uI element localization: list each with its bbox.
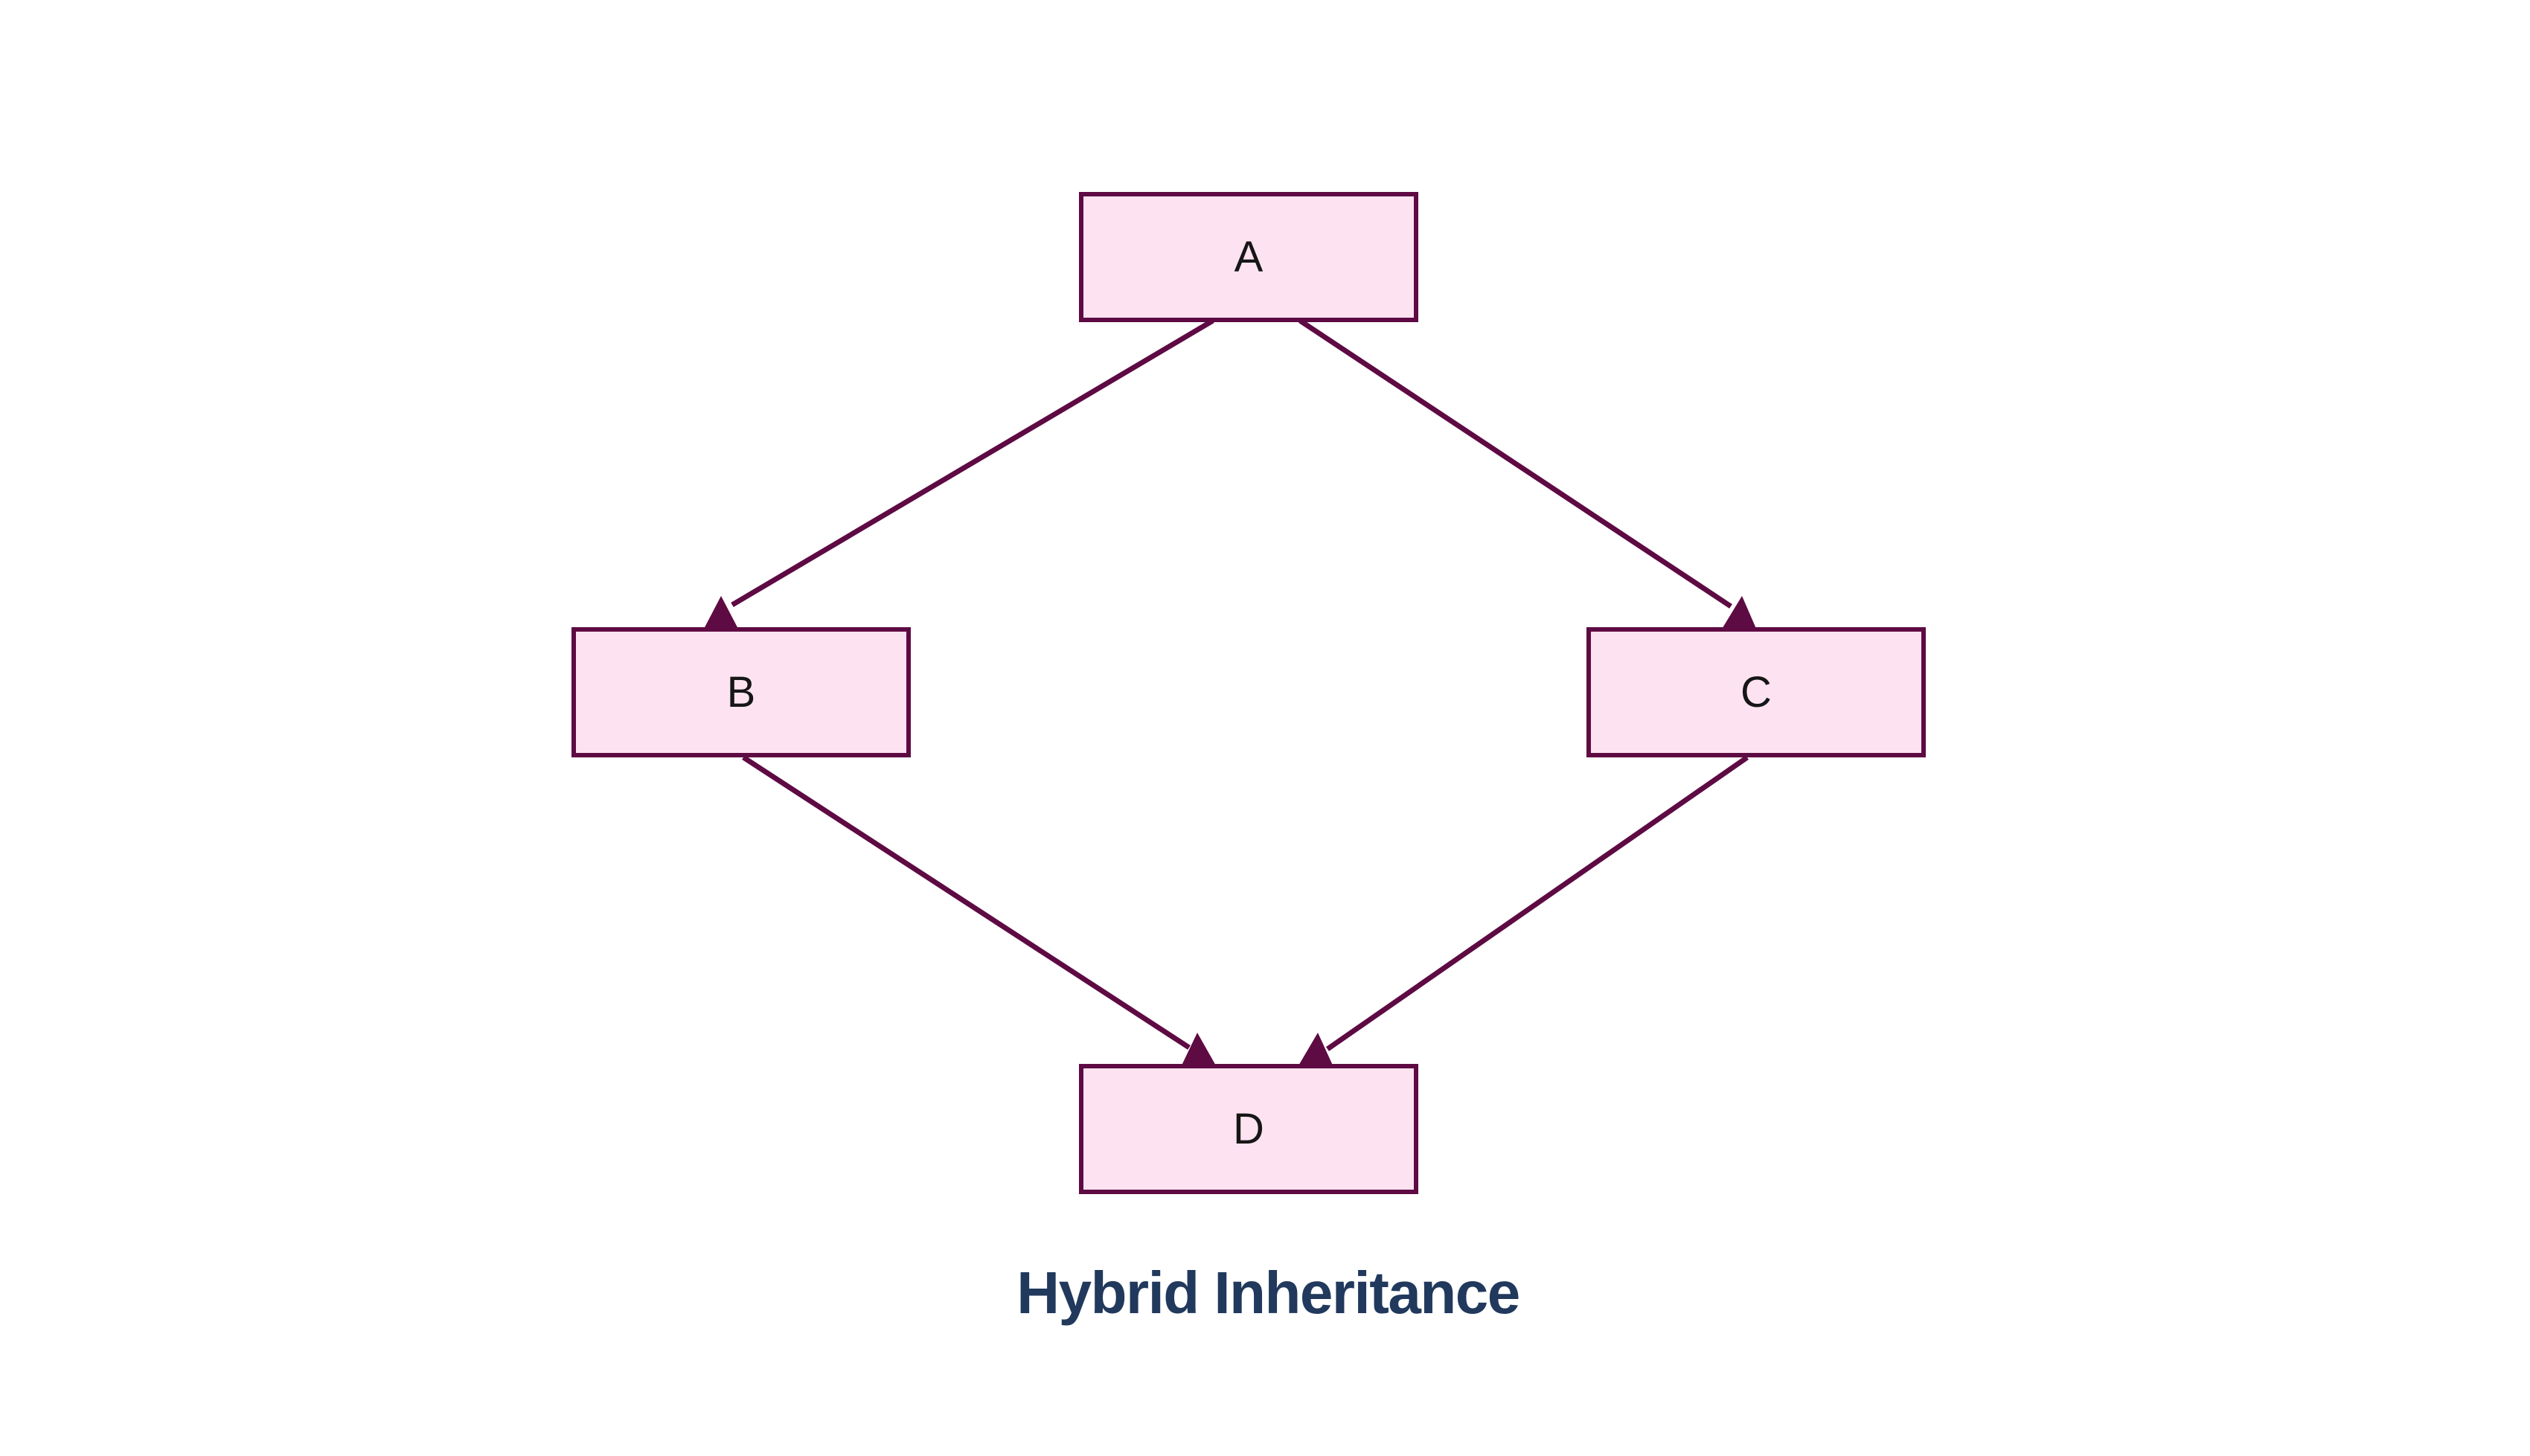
- node-label: D: [1233, 1104, 1264, 1153]
- arrowhead-icon-C-D: [1298, 1033, 1333, 1067]
- node-C: C: [1586, 627, 1926, 757]
- edge-A-B: [731, 318, 1214, 608]
- arrowhead-icon-B-D: [1181, 1033, 1217, 1067]
- node-label: C: [1740, 667, 1772, 716]
- arrowhead-icon-A-C: [1721, 596, 1757, 630]
- diagram-title: Hybrid Inheritance: [1016, 1260, 1520, 1326]
- edge-B-D: [742, 755, 1191, 1050]
- edge-A-C: [1298, 318, 1732, 609]
- node-label: A: [1234, 232, 1264, 281]
- node-B: B: [571, 627, 911, 757]
- edge-C-D: [1326, 755, 1749, 1051]
- node-A: A: [1079, 192, 1418, 322]
- arrowhead-icon-A-B: [703, 596, 739, 630]
- node-label: B: [726, 667, 756, 716]
- node-D: D: [1079, 1064, 1418, 1194]
